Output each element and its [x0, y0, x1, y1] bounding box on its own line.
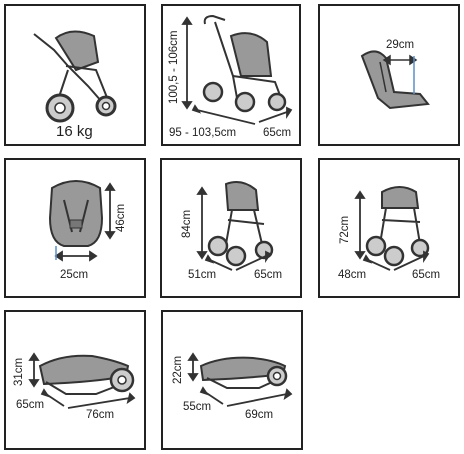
- panel-folded-small: 22cm 55cm 69cm: [161, 310, 303, 450]
- folded-small-width-label: 55cm: [183, 401, 212, 413]
- seat-depth-label: 29cm: [386, 39, 415, 51]
- panel-with-carrycot: 72cm 48cm 65cm: [318, 158, 460, 298]
- stroller-length-label: 95 - 103,5cm: [169, 127, 237, 139]
- stroller-side-illustration: [33, 30, 117, 123]
- with-carrycot-depth-label: 48cm: [338, 269, 367, 281]
- folded-small-length-label: 69cm: [245, 409, 274, 421]
- stroller-height-label: 100,5 - 106cm: [168, 30, 180, 104]
- folded-large-width-label: 65cm: [16, 399, 45, 411]
- panel-stroller-dimensions: 100,5 - 106cm 95 - 103,5cm 65cm: [161, 4, 301, 146]
- panel-weight: 16 kg: [4, 4, 146, 146]
- panel-car-seat: 46cm 25cm: [4, 158, 146, 298]
- folded-small-height-label: 22cm: [172, 355, 184, 384]
- stroller-front-illustration: [181, 14, 293, 125]
- folded-large-height-label: 31cm: [13, 357, 25, 386]
- with-car-seat-depth-label: 51cm: [188, 269, 217, 281]
- seat-unit-illustration: [360, 50, 430, 110]
- with-carrycot-height-label: 72cm: [339, 215, 351, 244]
- with-car-seat-width-label: 65cm: [254, 269, 283, 281]
- stroller-with-car-seat-illustration: [196, 181, 274, 271]
- with-carrycot-width-label: 65cm: [412, 269, 441, 281]
- stroller-with-carrycot-illustration: [354, 186, 430, 271]
- weight-label: 16 kg: [56, 123, 93, 140]
- folded-large-length-label: 76cm: [86, 409, 115, 421]
- with-car-seat-height-label: 84cm: [181, 209, 193, 238]
- car-seat-height-label: 46cm: [115, 203, 127, 232]
- car-seat-illustration: [48, 180, 116, 262]
- panel-with-car-seat: 84cm 51cm 65cm: [160, 158, 302, 298]
- folded-stroller-small-illustration: [187, 352, 293, 407]
- stroller-width-label: 65cm: [263, 127, 292, 139]
- folded-stroller-large-illustration: [28, 352, 136, 409]
- panel-seat-depth: 29cm: [318, 4, 460, 146]
- panel-folded-large: 31cm 65cm 76cm: [4, 310, 146, 450]
- car-seat-width-label: 25cm: [60, 269, 89, 281]
